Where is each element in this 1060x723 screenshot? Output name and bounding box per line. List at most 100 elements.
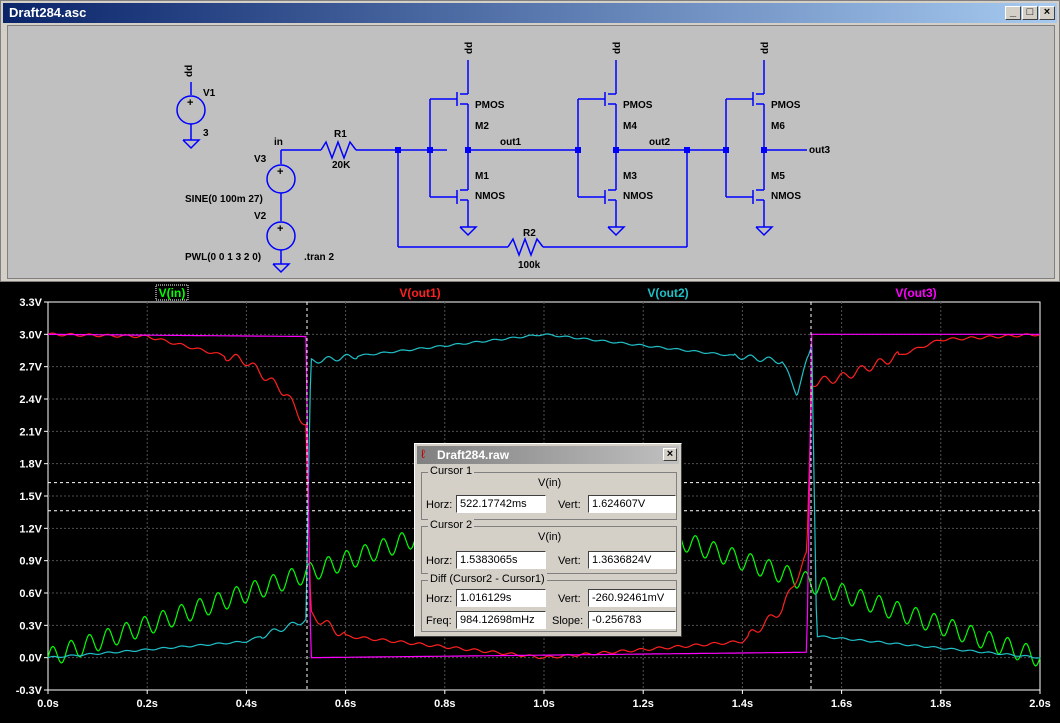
- vdd-2-label: dd: [612, 42, 623, 54]
- v2-value: PWL(0 0 1 3 2 0): [185, 252, 261, 263]
- vdd-3-label: dd: [760, 42, 771, 54]
- trace-v-out1: [47, 332, 1041, 660]
- x-tick-label: 0.6s: [335, 698, 356, 710]
- out3-label: out3: [809, 145, 831, 156]
- cursor2-horz-label: Horz:: [426, 555, 453, 567]
- plus-icon: +: [277, 223, 283, 235]
- nmos-2-label: NMOS: [623, 191, 653, 202]
- m2-label: M2: [475, 121, 489, 132]
- m6-label: M6: [771, 121, 785, 132]
- vdd-1-label: dd: [464, 42, 475, 54]
- legend-item[interactable]: V(in): [159, 286, 186, 300]
- x-tick-label: 0.0s: [37, 698, 58, 710]
- diff-vert-label: Vert:: [558, 593, 581, 605]
- waveform-plot[interactable]: 3.3V3.0V2.7V2.4V2.1V1.8V1.5V1.2V0.9V0.6V…: [0, 282, 1060, 723]
- cursor1-group: Cursor 1 V(in) Horz: 522.17742ms Vert: 1…: [421, 465, 677, 520]
- y-tick-label: 1.2V: [19, 523, 42, 535]
- y-tick-label: 2.1V: [19, 426, 42, 438]
- schematic-canvas[interactable]: dd V1 3 in V3 SINE(0 100m 27) V2 PWL(0 0…: [7, 25, 1055, 279]
- plus-icon: +: [277, 166, 283, 178]
- maximize-button[interactable]: □: [1022, 6, 1038, 20]
- pmos-2-label: PMOS: [623, 100, 653, 111]
- cursor2-group: Cursor 2 V(in) Horz: 1.5383065s Vert: 1.…: [421, 519, 677, 574]
- dialog-close-button[interactable]: ×: [663, 448, 677, 461]
- y-tick-label: 0.9V: [19, 556, 42, 568]
- v1-value: 3: [203, 128, 209, 139]
- diff-freq-label: Freq:: [426, 615, 452, 627]
- in-label: in: [274, 137, 283, 148]
- close-button[interactable]: ×: [1039, 6, 1055, 20]
- x-tick-label: 0.2s: [136, 698, 157, 710]
- x-tick-label: 0.8s: [434, 698, 455, 710]
- y-tick-label: 3.3V: [19, 297, 42, 309]
- cursor1-trace: V(in): [538, 477, 562, 489]
- out2-label: out2: [649, 137, 671, 148]
- y-tick-label: 0.3V: [19, 620, 42, 632]
- m3-label: M3: [623, 171, 637, 182]
- x-tick-label: 1.2s: [632, 698, 653, 710]
- window-title: Draft284.asc: [9, 5, 87, 20]
- legend-item[interactable]: V(out3): [895, 286, 936, 300]
- m5-label: M5: [771, 171, 785, 182]
- cursor1-label: Cursor 1: [428, 465, 475, 477]
- x-tick-label: 1.8s: [930, 698, 951, 710]
- r1-value: 20K: [332, 160, 351, 171]
- trace-v-out3: [48, 333, 1040, 659]
- y-tick-label: 2.4V: [19, 394, 42, 406]
- waveform-icon: ℓ: [421, 447, 425, 461]
- x-tick-label: 1.6s: [831, 698, 852, 710]
- diff-horz-field[interactable]: 1.016129s: [456, 589, 546, 607]
- schematic-titlebar[interactable]: Draft284.asc _ □ ×: [3, 3, 1057, 23]
- r1-label: R1: [334, 129, 347, 140]
- legend-item[interactable]: V(out1): [399, 286, 440, 300]
- plus-icon: +: [187, 97, 193, 109]
- diff-slope-field[interactable]: -0.256783: [588, 611, 676, 629]
- dialog-title: Draft284.raw: [437, 448, 510, 462]
- cursor2-label: Cursor 2: [428, 519, 475, 531]
- cursor2-vert-label: Vert:: [558, 555, 581, 567]
- trace-v-out2: [47, 333, 1041, 659]
- y-tick-label: 0.0V: [19, 653, 42, 665]
- y-tick-label: 0.6V: [19, 588, 42, 600]
- schematic-window: Draft284.asc _ □ ×: [0, 0, 1060, 282]
- r2-value: 100k: [518, 260, 541, 271]
- cursor2-vert-field[interactable]: 1.3636824V: [588, 551, 676, 569]
- m4-label: M4: [623, 121, 637, 132]
- y-tick-label: 3.0V: [19, 329, 42, 341]
- legend-item[interactable]: V(out2): [647, 286, 688, 300]
- x-tick-label: 2.0s: [1029, 698, 1050, 710]
- nmos-3-label: NMOS: [771, 191, 801, 202]
- x-tick-label: 1.0s: [533, 698, 554, 710]
- v1-label: V1: [203, 88, 216, 99]
- v1-vdd-label: dd: [184, 65, 195, 77]
- diff-slope-label: Slope:: [552, 615, 584, 627]
- diff-vert-field[interactable]: -260.92461mV: [588, 589, 676, 607]
- v3-label: V3: [254, 154, 267, 165]
- pmos-3-label: PMOS: [771, 100, 801, 111]
- cursor1-vert-label: Vert:: [558, 499, 581, 511]
- r2-label: R2: [523, 228, 536, 239]
- cursor1-horz-field[interactable]: 522.17742ms: [456, 495, 546, 513]
- m1-label: M1: [475, 171, 489, 182]
- cursor1-vert-field[interactable]: 1.624607V: [588, 495, 676, 513]
- tran-directive: .tran 2: [304, 252, 334, 263]
- y-tick-label: 2.7V: [19, 362, 42, 374]
- legend-selection: [155, 284, 189, 301]
- x-tick-label: 1.4s: [732, 698, 753, 710]
- cursor2-trace: V(in): [538, 531, 562, 543]
- cursor1-horz-label: Horz:: [426, 499, 453, 511]
- diff-freq-field[interactable]: 984.12698mHz: [456, 611, 546, 629]
- nmos-1-label: NMOS: [475, 191, 505, 202]
- diff-label: Diff (Cursor2 - Cursor1): [428, 573, 547, 585]
- y-tick-label: 1.5V: [19, 491, 42, 503]
- v2-label: V2: [254, 211, 267, 222]
- minimize-button[interactable]: _: [1005, 6, 1021, 20]
- diff-group: Diff (Cursor2 - Cursor1) Horz: 1.016129s…: [421, 573, 677, 632]
- out1-label: out1: [500, 137, 522, 148]
- cursor2-horz-field[interactable]: 1.5383065s: [456, 551, 546, 569]
- x-tick-label: 0.4s: [236, 698, 257, 710]
- dialog-titlebar[interactable]: ℓ Draft284.raw ×: [417, 446, 679, 464]
- cursor-dialog: ℓ Draft284.raw × Cursor 1 V(in) Horz: 52…: [414, 443, 682, 637]
- v3-value: SINE(0 100m 27): [185, 194, 263, 205]
- y-tick-label: -0.3V: [16, 685, 43, 697]
